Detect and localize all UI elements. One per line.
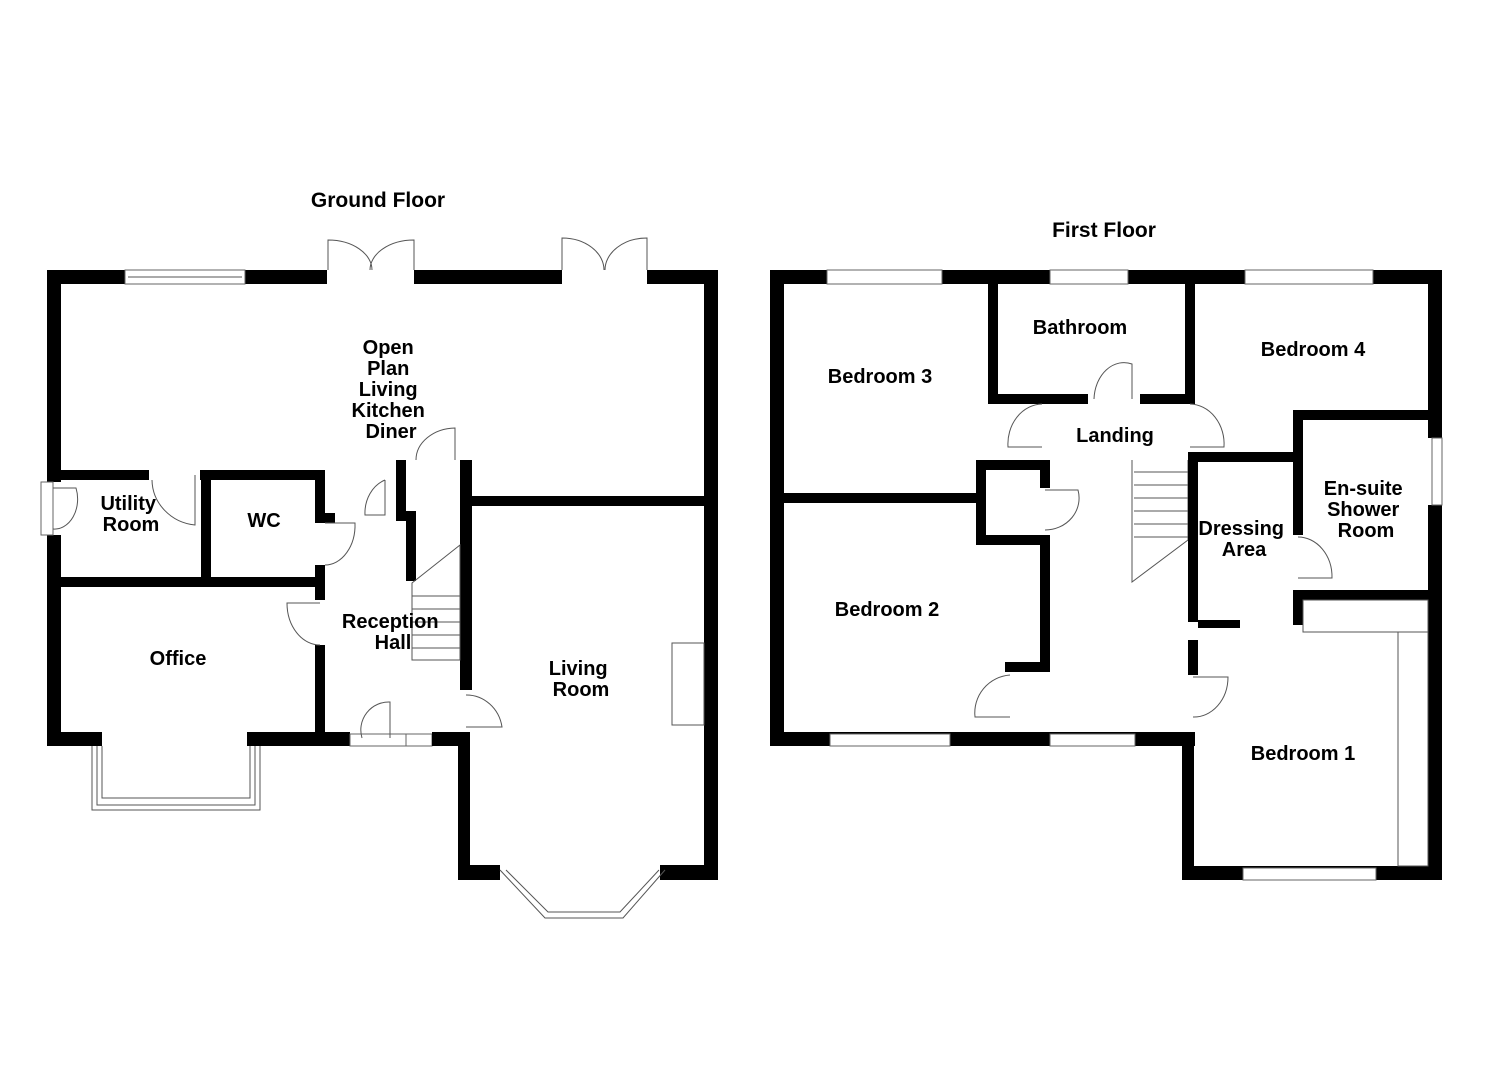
- room-bedroom-4: Bedroom 4: [1261, 339, 1366, 361]
- room-wc: WC: [247, 510, 280, 532]
- bay-window-icon: [91, 746, 261, 811]
- window-icon: [1049, 733, 1136, 747]
- window-icon: [1244, 269, 1374, 285]
- first-floor-title: First Floor: [1052, 219, 1156, 242]
- room-office: Office: [150, 648, 207, 670]
- room-utility: Utility Room: [100, 493, 161, 536]
- fireplace-icon: [671, 642, 705, 726]
- room-landing: Landing: [1076, 425, 1154, 447]
- bay-window-icon: [499, 869, 666, 919]
- ground-floor-plan: Ground Floor: [40, 189, 718, 919]
- window-icon: [1242, 867, 1377, 881]
- first-floor-plan: First Floor: [770, 219, 1443, 881]
- window-icon: [1431, 437, 1443, 506]
- wardrobe-icon: [1302, 599, 1429, 633]
- wardrobe-icon: [1397, 631, 1429, 867]
- ground-floor-title: Ground Floor: [311, 189, 445, 212]
- window-icon: [826, 269, 943, 285]
- staircase-icon: [411, 543, 461, 661]
- staircase-icon: [1131, 460, 1189, 583]
- room-open-plan: Open Plan Living Kitchen Diner: [352, 337, 431, 443]
- room-ensuite: En-suite Shower Room: [1324, 478, 1408, 542]
- window-icon: [1049, 269, 1129, 285]
- room-dressing-area: Dressing Area: [1198, 518, 1289, 561]
- room-bedroom-2: Bedroom 2: [835, 599, 939, 621]
- french-door-icon: [327, 237, 648, 271]
- room-bedroom-1: Bedroom 1: [1251, 743, 1355, 765]
- room-living: Living Room: [549, 658, 613, 701]
- window-icon: [829, 733, 951, 747]
- room-bathroom: Bathroom: [1033, 317, 1127, 339]
- room-bedroom-3: Bedroom 3: [828, 366, 932, 388]
- room-reception-hall: Reception Hall: [342, 611, 444, 654]
